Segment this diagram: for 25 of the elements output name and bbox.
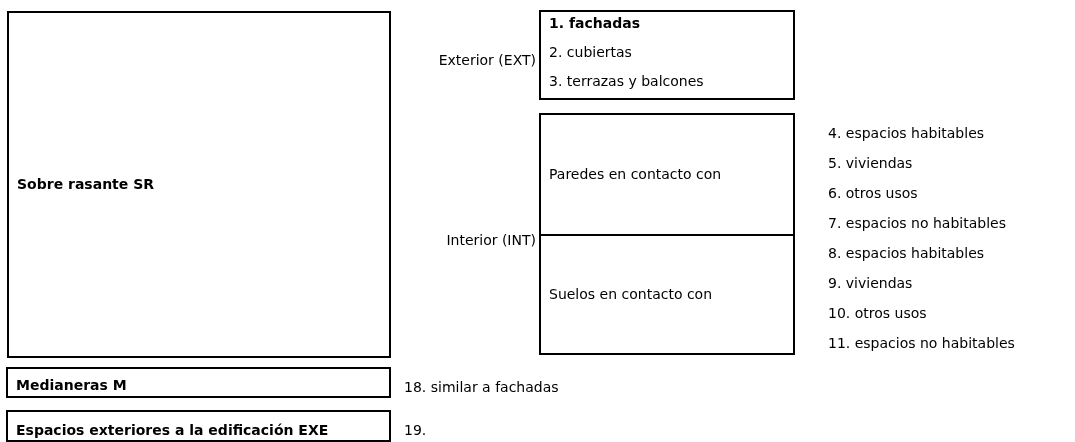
category-box (539, 234, 795, 355)
zone-box (7, 11, 391, 358)
text-label: 9. viviendas (828, 275, 913, 292)
text-label: Interior (INT) (446, 232, 536, 249)
box-label: 2. cubiertas (549, 44, 633, 61)
text-label: 11. espacios no habitables (828, 335, 1015, 352)
box-label: Espacios exteriores a la edificación EXE (16, 422, 330, 439)
text-label: 8. espacios habitables (828, 245, 985, 262)
box-label: Paredes en contacto con (549, 166, 723, 183)
text-label: 18. similar a fachadas (404, 379, 559, 396)
box-label: Medianeras M (16, 377, 128, 394)
text-label: 4. espacios habitables (828, 125, 985, 142)
box-label: 3. terrazas y balcones (549, 73, 705, 90)
zone-box (6, 410, 391, 442)
text-label: 7. espacios no habitables (828, 215, 1006, 232)
list-box (539, 10, 795, 100)
text-label: 5. viviendas (828, 155, 913, 172)
category-box (539, 113, 795, 236)
box-label: Sobre rasante SR (17, 176, 156, 193)
box-label: Suelos en contacto con (549, 286, 714, 303)
zone-box (6, 367, 391, 398)
box-label: 1. fachadas (549, 15, 641, 32)
text-label: 19. (404, 422, 427, 439)
text-label: 10. otros usos (828, 305, 927, 322)
text-label: 6. otros usos (828, 185, 918, 202)
